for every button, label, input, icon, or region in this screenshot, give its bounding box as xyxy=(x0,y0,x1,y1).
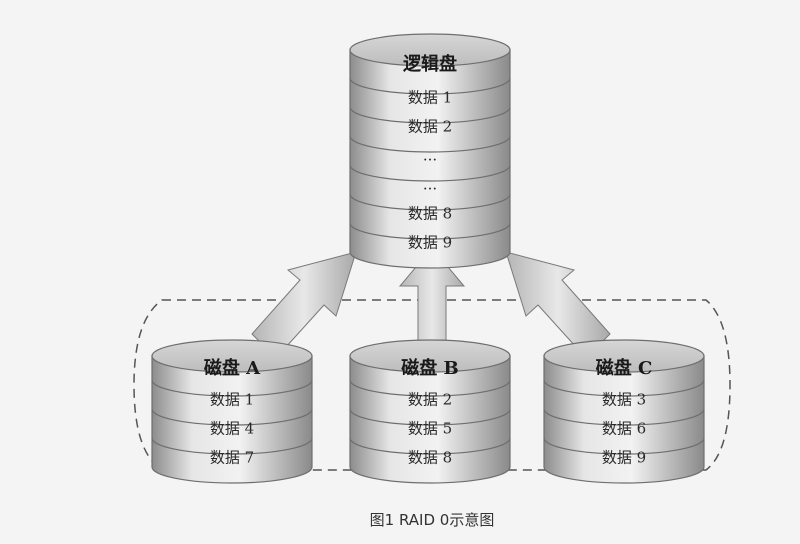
disk-b-top xyxy=(349,339,511,373)
disk-c-body xyxy=(543,355,705,484)
disk-a-cylinder: 磁盘 A 数据 1 数据 4 数据 7 xyxy=(151,339,313,484)
disk-c-separator xyxy=(543,437,705,455)
disk-a-slot-label: 数据 4 xyxy=(210,420,254,438)
logical-disk-title: 逻辑盘 xyxy=(403,53,457,75)
disk-c-slot-label: 数据 9 xyxy=(602,449,646,467)
logical-disk-slot-label: ... xyxy=(423,176,437,194)
disk-a-separator xyxy=(151,408,313,426)
logical-disk-separator xyxy=(349,135,511,153)
logical-disk-separator xyxy=(349,164,511,182)
disk-a-top xyxy=(151,339,313,373)
disk-c-cylinder: 磁盘 C 数据 3 数据 6 数据 9 xyxy=(543,339,705,484)
logical-disk-slot-label: ... xyxy=(423,147,437,165)
disk-a-separator xyxy=(151,437,313,455)
disk-b-separator xyxy=(349,408,511,426)
disk-a-slot-label: 数据 7 xyxy=(210,449,254,467)
logical-disk-separator xyxy=(349,106,511,124)
disk-a-title: 磁盘 A xyxy=(204,357,261,379)
logical-disk-body xyxy=(349,49,511,269)
logical-disk-slot-label: 数据 1 xyxy=(408,89,452,107)
logical-disk-top xyxy=(349,33,511,67)
disk-c-slot-label: 数据 6 xyxy=(602,420,646,438)
disk-c-top xyxy=(543,339,705,373)
disk-c-separator xyxy=(543,379,705,397)
logical-disk-slot-label: 数据 2 xyxy=(408,118,452,136)
disk-b-body xyxy=(349,355,511,484)
disk-b-slot-label: 数据 8 xyxy=(408,449,452,467)
disk-c-separator xyxy=(543,408,705,426)
disk-b-separator xyxy=(349,379,511,397)
figure-caption: 图1 RAID 0示意图 xyxy=(370,511,495,529)
logical-disk-slot-label: 数据 8 xyxy=(408,205,452,223)
disk-b-slot-label: 数据 2 xyxy=(408,391,452,409)
logical-disk-separator xyxy=(349,193,511,211)
disk-c-slot-label: 数据 3 xyxy=(602,391,646,409)
logical-disk-separator xyxy=(349,222,511,240)
disk-c-title: 磁盘 C xyxy=(596,357,653,379)
disk-b-title: 磁盘 B xyxy=(401,357,458,379)
disk-a-separator xyxy=(151,379,313,397)
disk-b-separator xyxy=(349,437,511,455)
logical-disk-slot-label: 数据 9 xyxy=(408,234,452,252)
disk-b-cylinder: 磁盘 B 数据 2 数据 5 数据 8 xyxy=(349,339,511,484)
disk-group-boundary xyxy=(133,299,731,471)
disk-a-body xyxy=(151,355,313,484)
disk-b-slot-label: 数据 5 xyxy=(408,420,452,438)
disk-a-slot-label: 数据 1 xyxy=(210,391,254,409)
logical-disk-separator xyxy=(349,77,511,95)
